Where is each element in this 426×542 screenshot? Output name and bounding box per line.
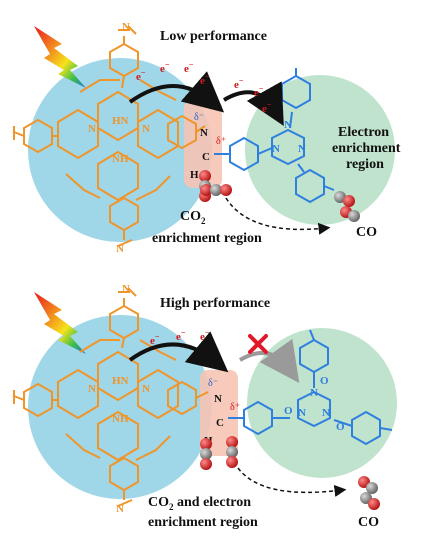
electron-transfer-arrow <box>128 71 225 113</box>
delta-plus-label: δ⁺ <box>216 136 226 147</box>
co2-electron-region-box <box>200 370 238 456</box>
co2-electron-region-label-line2: enrichment region <box>148 515 258 530</box>
atom-n-label: N <box>116 503 124 515</box>
electron-label: e− <box>234 76 244 91</box>
electron-transfer-arrow <box>128 331 229 373</box>
porphyrin-region <box>28 315 212 499</box>
atom-n-label: N <box>122 21 130 33</box>
atom-n-label: N <box>88 123 96 135</box>
triazine-region <box>247 328 397 478</box>
atom-n-label: N <box>122 283 130 295</box>
triazine-n-label: N <box>298 407 306 419</box>
atom-hn-label: HN <box>112 115 129 127</box>
atom-nh-label: NH <box>112 153 129 165</box>
co-product-label: CO <box>356 225 377 240</box>
conversion-arrow <box>237 467 347 497</box>
atom-n-label: N <box>142 123 150 135</box>
triazine-n-label: N <box>310 387 318 399</box>
electron-label: e− <box>184 60 194 75</box>
blocked-cross-icon <box>248 334 268 354</box>
panel-bottom-title: High performance <box>160 296 270 311</box>
ether-o-label: O <box>284 405 293 417</box>
imine-h-label: H <box>190 169 199 181</box>
electron-transfer-arrow <box>222 81 284 126</box>
co-product-label: CO <box>358 515 379 530</box>
imine-n-label: N <box>200 127 208 139</box>
electron-region-label-line1: Electron <box>338 125 389 140</box>
co2-electron-region-label: CO2 and electron <box>148 495 251 512</box>
triazine-n-label: N <box>298 143 306 155</box>
imine-c-label: C <box>216 417 224 429</box>
co-molecule-icon <box>358 476 378 494</box>
electron-label: e− <box>160 60 170 75</box>
atom-n-label: N <box>116 243 124 255</box>
atom-n-label: N <box>142 383 150 395</box>
electron-label: e− <box>176 328 186 343</box>
ether-o-label: O <box>336 421 345 433</box>
imine-c-label: C <box>202 151 210 163</box>
co-molecule-icon <box>340 206 360 222</box>
co2-molecule-icon <box>200 184 232 196</box>
electron-label: e− <box>200 72 210 87</box>
co2-molecule-icon <box>226 436 238 468</box>
light-bolt-icon <box>34 292 86 354</box>
co2-region-label: CO2 <box>180 209 206 226</box>
triazine-n-label: N <box>322 407 330 419</box>
electron-region-label-line3: region <box>346 157 384 172</box>
porphyrin-structure <box>13 287 209 507</box>
light-bolt-icon <box>34 26 86 88</box>
delta-plus-label: δ⁺ <box>230 402 240 413</box>
porphyrin-structure <box>13 25 206 247</box>
atom-hn-label: HN <box>112 375 129 387</box>
co-molecule-icon <box>334 191 355 207</box>
imine-n-label: N <box>214 393 222 405</box>
delta-minus-label: δ⁻ <box>194 112 204 123</box>
triazine-n-label: N <box>272 143 280 155</box>
blocked-transfer-arrow <box>238 338 300 384</box>
panel-bottom: High performance HN <box>13 283 397 530</box>
electron-label: e− <box>150 332 160 347</box>
delta-minus-label: δ⁻ <box>208 378 218 389</box>
electron-label: e− <box>200 328 210 343</box>
co2-molecule-icon <box>200 438 212 470</box>
ether-o-label: O <box>320 375 329 387</box>
electron-label: e− <box>262 100 272 115</box>
co-molecule-icon <box>360 492 380 510</box>
co2-region-label-line2: enrichment region <box>152 231 262 246</box>
panel-top: Low performance <box>13 21 401 255</box>
electron-label: e− <box>136 68 146 83</box>
triazine-n-label: N <box>284 119 292 131</box>
atom-nh-label: NH <box>112 413 129 425</box>
electron-label: e− <box>254 84 264 99</box>
atom-n-label: N <box>88 383 96 395</box>
triazine-structure <box>228 329 393 446</box>
electron-region-label-line2: enrichment <box>332 141 401 156</box>
porphyrin-region <box>28 58 212 242</box>
panel-top-title: Low performance <box>160 29 267 44</box>
conversion-arrow <box>225 197 331 235</box>
